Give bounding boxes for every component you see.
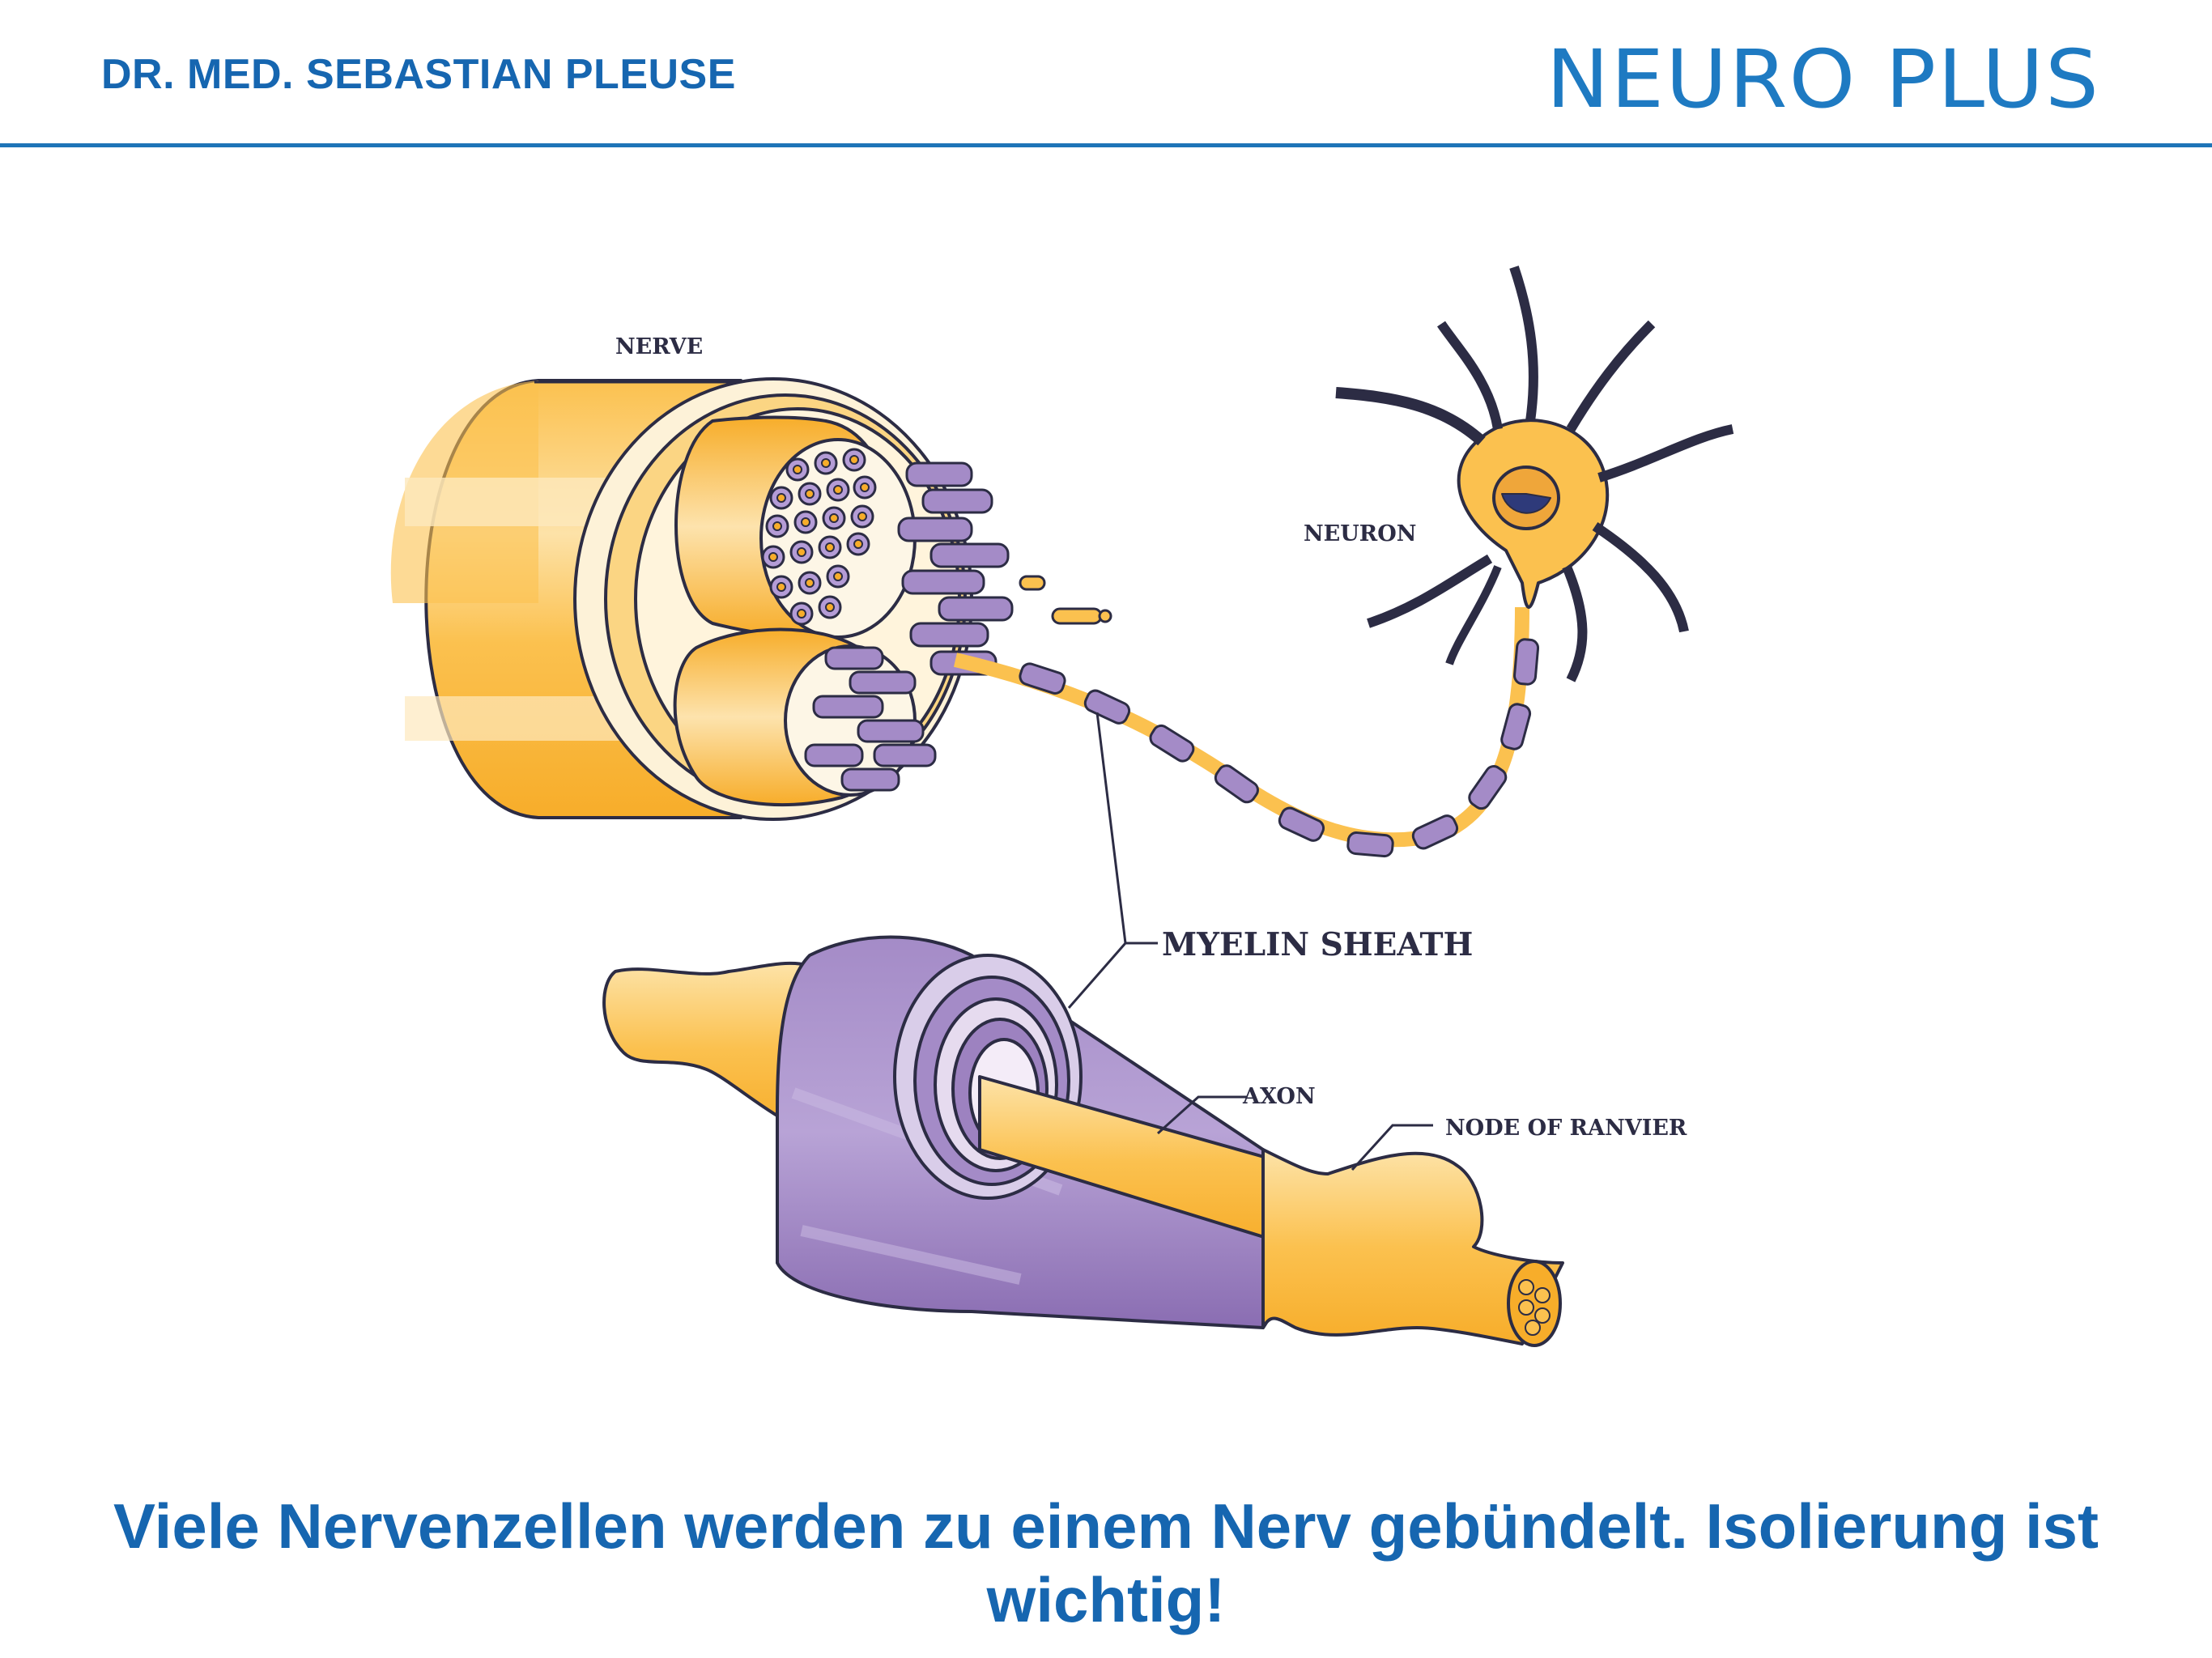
axon-tubes-bundle xyxy=(804,461,1014,792)
label-neuron: NEURON xyxy=(1304,521,1416,546)
header-author: DR. MED. SEBASTIAN PLEUSE xyxy=(101,51,736,98)
label-node-of-ranvier: NODE OF RANVIER xyxy=(1445,1116,1687,1141)
myelin-detail-illustration xyxy=(602,935,1564,1347)
axon-tube-tips xyxy=(1019,575,1112,625)
fascicle-axons-top xyxy=(761,448,877,626)
myelinated-axon-strand xyxy=(953,606,1540,858)
header-divider xyxy=(0,143,2212,147)
label-nerve: NERVE xyxy=(615,334,703,359)
neuron-cell xyxy=(1335,266,1734,682)
label-leaders xyxy=(534,380,1433,1171)
label-myelin-sheath: MYELIN SHEATH xyxy=(1162,926,1473,963)
brand-logo: NEURO PLUS xyxy=(1546,32,2100,126)
caption: Viele Nervenzellen werden zu einem Nerv … xyxy=(113,1490,2099,1635)
label-axon: AXON xyxy=(1242,1084,1316,1109)
